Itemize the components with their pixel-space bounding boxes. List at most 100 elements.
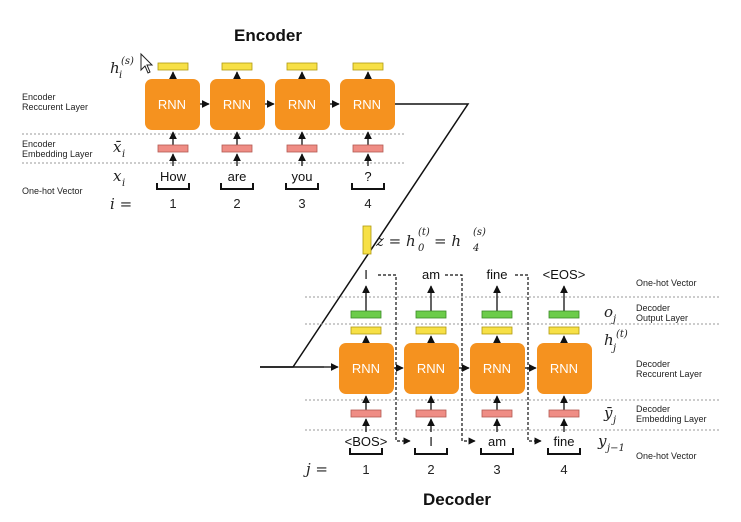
encoder-hidden-bar-2 — [221, 62, 253, 71]
decoder-output-bar-2 — [415, 310, 447, 319]
decoder-bracket-3 — [480, 448, 514, 455]
decoder-rnn-4 — [537, 343, 592, 394]
encoder-embed-symbol: x̄ i — [113, 138, 125, 160]
decoder-rnn-3 — [470, 343, 525, 394]
decoder-rnn-label-1: RNN — [352, 361, 380, 376]
encoder-recurrent-label-2: Reccurent Layer — [22, 102, 88, 112]
encoder-column-4: RNN ? 4 — [340, 62, 395, 211]
decoder-rnn-1 — [339, 343, 394, 394]
encoder-bracket-1 — [156, 183, 190, 190]
decoder-hidden-bar-3 — [481, 326, 513, 335]
decoder-column-2: am RNN I 2 — [404, 267, 459, 477]
feedback-arrow-1 — [378, 274, 411, 445]
svg-text:j: j — [611, 314, 616, 325]
decoder-output-token-3: fine — [487, 267, 508, 282]
decoder-output-label-1: Decoder — [636, 303, 670, 313]
decoder-embed-bar-3 — [481, 409, 513, 418]
encoder-onehot-label: One-hot Vector — [22, 186, 83, 196]
encoder-input-symbol: x i — [113, 167, 125, 189]
decoder-embed-bar-4 — [548, 409, 580, 418]
decoder-column-4: <EOS> RNN fine 4 — [537, 267, 592, 477]
decoder-output-token-2: am — [422, 267, 440, 282]
svg-text:o: o — [604, 303, 613, 321]
encoder-rnn-label-4: RNN — [353, 97, 381, 112]
svg-text:(t): (t) — [616, 329, 628, 340]
svg-text:x: x — [113, 167, 122, 185]
decoder-input-token-2: I — [429, 434, 433, 449]
encoder-rnn-3 — [275, 79, 330, 130]
decoder-bracket-2 — [414, 448, 448, 455]
decoder-input-token-3: am — [488, 434, 506, 449]
decoder-index-3: 3 — [493, 462, 500, 477]
decoder-embed-bar-1 — [350, 409, 382, 418]
encoder-hidden-bar-1 — [157, 62, 189, 71]
decoder-embedding-label-2: Embedding Layer — [636, 414, 707, 424]
decoder-column-1: I RNN <BOS> 1 — [339, 267, 394, 477]
decoder-title: Decoder — [423, 490, 491, 509]
decoder-embedding-label-1: Decoder — [636, 404, 670, 414]
decoder-onehot-top-label: One-hot Vector — [636, 278, 697, 288]
decoder-index-1: 1 — [362, 462, 369, 477]
svg-text:x̄: x̄ — [113, 138, 122, 156]
decoder-recurrent-label-1: Decoder — [636, 359, 670, 369]
encoder-rnn-label-1: RNN — [158, 97, 186, 112]
decoder-input-token-1: <BOS> — [345, 434, 388, 449]
decoder-hidden-bar-2 — [415, 326, 447, 335]
encoder-index-3: 3 — [298, 196, 305, 211]
encoder-rnn-label-3: RNN — [288, 97, 316, 112]
context-vector-label: z = h 0 (t) = h 4 (s) — [375, 227, 486, 254]
decoder-index-4: 4 — [560, 462, 567, 477]
decoder-rnn-label-3: RNN — [483, 361, 511, 376]
encoder-token-4: ? — [364, 169, 371, 184]
decoder-hidden-bar-4 — [548, 326, 580, 335]
encoder-column-1: RNN How 1 — [145, 62, 200, 211]
decoder-input-token-4: fine — [554, 434, 575, 449]
decoder-onehot-bottom-label: One-hot Vector — [636, 451, 697, 461]
encoder-bracket-3 — [285, 183, 319, 190]
decoder-output-bar-1 — [350, 310, 382, 319]
encoder-embed-bar-2 — [221, 144, 253, 153]
decoder-embed-symbol: ȳ j — [603, 404, 616, 426]
svg-text:y: y — [597, 432, 607, 450]
decoder-output-token-4: <EOS> — [543, 267, 586, 282]
encoder-hidden-bar-4 — [352, 62, 384, 71]
svg-text:h: h — [604, 331, 614, 349]
encoder-column-3: RNN you 3 — [275, 62, 330, 211]
decoder-index-symbol: j = — [303, 460, 328, 478]
mouse-cursor-icon — [140, 52, 154, 74]
svg-text:j: j — [611, 343, 616, 354]
decoder-rnn-label-2: RNN — [417, 361, 445, 376]
encoder-embedding-label-2: Embedding Layer — [22, 149, 93, 159]
decoder-output-bar-4 — [548, 310, 580, 319]
encoder-embed-bar-1 — [157, 144, 189, 153]
decoder-index-2: 2 — [427, 462, 434, 477]
svg-text:= h: = h — [434, 232, 461, 250]
svg-text:h: h — [110, 59, 120, 77]
encoder-index-symbol: i = — [110, 195, 132, 213]
encoder-embed-bar-3 — [286, 144, 318, 153]
decoder-rnn-2 — [404, 343, 459, 394]
encoder-recurrent-label-1: Encoder — [22, 92, 56, 102]
decoder-column-3: fine RNN am 3 — [470, 267, 525, 477]
decoder-hidden-bar-1 — [350, 326, 382, 335]
decoder-output-bar-3 — [481, 310, 513, 319]
decoder-output-label-2: Output Layer — [636, 313, 688, 323]
svg-text:i: i — [122, 149, 125, 160]
svg-text:z = h: z = h — [375, 232, 416, 250]
svg-text:j−1: j−1 — [605, 443, 625, 454]
decoder-rnn-label-4: RNN — [550, 361, 578, 376]
encoder-index-1: 1 — [169, 196, 176, 211]
svg-text:(s): (s) — [473, 227, 486, 238]
svg-text:4: 4 — [472, 243, 479, 254]
encoder-index-4: 4 — [364, 196, 371, 211]
decoder-bracket-1 — [349, 448, 383, 455]
decoder-hidden-symbol: h j (t) — [604, 329, 628, 354]
svg-text:(s): (s) — [121, 56, 134, 67]
svg-text:j: j — [611, 415, 616, 426]
encoder-column-2: RNN are 2 — [210, 62, 265, 211]
encoder-hidden-bar-3 — [286, 62, 318, 71]
encoder-token-3: you — [292, 169, 313, 184]
context-vector-bar — [362, 225, 372, 255]
encoder-rnn-1 — [145, 79, 200, 130]
